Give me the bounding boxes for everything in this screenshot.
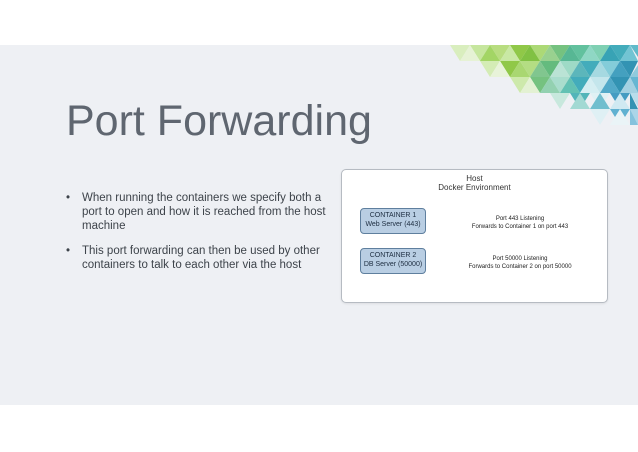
triangle-pattern-decoration — [450, 45, 638, 125]
listener-2-title: Port 50000 Listening — [492, 256, 548, 262]
container-1-box: CONTAINER 1 Web Server (443) — [360, 208, 426, 234]
host-label: Host — [466, 174, 483, 183]
container-2-service: DB Server (50000) — [363, 261, 423, 268]
container-1-name: CONTAINER 1 — [369, 212, 417, 219]
bullet-text: This port forwarding can then be used by… — [82, 244, 320, 271]
slide: Port Forwarding • When running the conta… — [0, 45, 638, 405]
bullet-text: When running the containers we specify b… — [82, 192, 326, 233]
port-50000-listener: Port 50000 Listening Forwards to Contain… — [445, 256, 595, 271]
container-2-box: CONTAINER 2 DB Server (50000) — [360, 248, 426, 274]
host-diagram: Host Docker Environment CONTAINER 1 Web … — [341, 169, 608, 303]
bullet-icon: • — [66, 244, 71, 257]
environment-label: Docker Environment — [438, 183, 511, 192]
container-1-service: Web Server (443) — [365, 221, 421, 228]
slide-title: Port Forwarding — [66, 97, 372, 145]
listener-1-detail: Forwards to Container 1 on port 443 — [471, 223, 569, 230]
bullet-item: • When running the containers we specify… — [66, 191, 328, 234]
bullet-item: • This port forwarding can then be used … — [66, 244, 328, 272]
port-443-listener: Port 443 Listening Forwards to Container… — [445, 216, 595, 231]
listener-1-title: Port 443 Listening — [495, 216, 545, 222]
bullet-list: • When running the containers we specify… — [66, 191, 328, 282]
container-2-name: CONTAINER 2 — [369, 252, 417, 259]
bullet-icon: • — [66, 192, 71, 204]
listener-2-detail: Forwards to Container 2 on port 50000 — [468, 263, 572, 270]
